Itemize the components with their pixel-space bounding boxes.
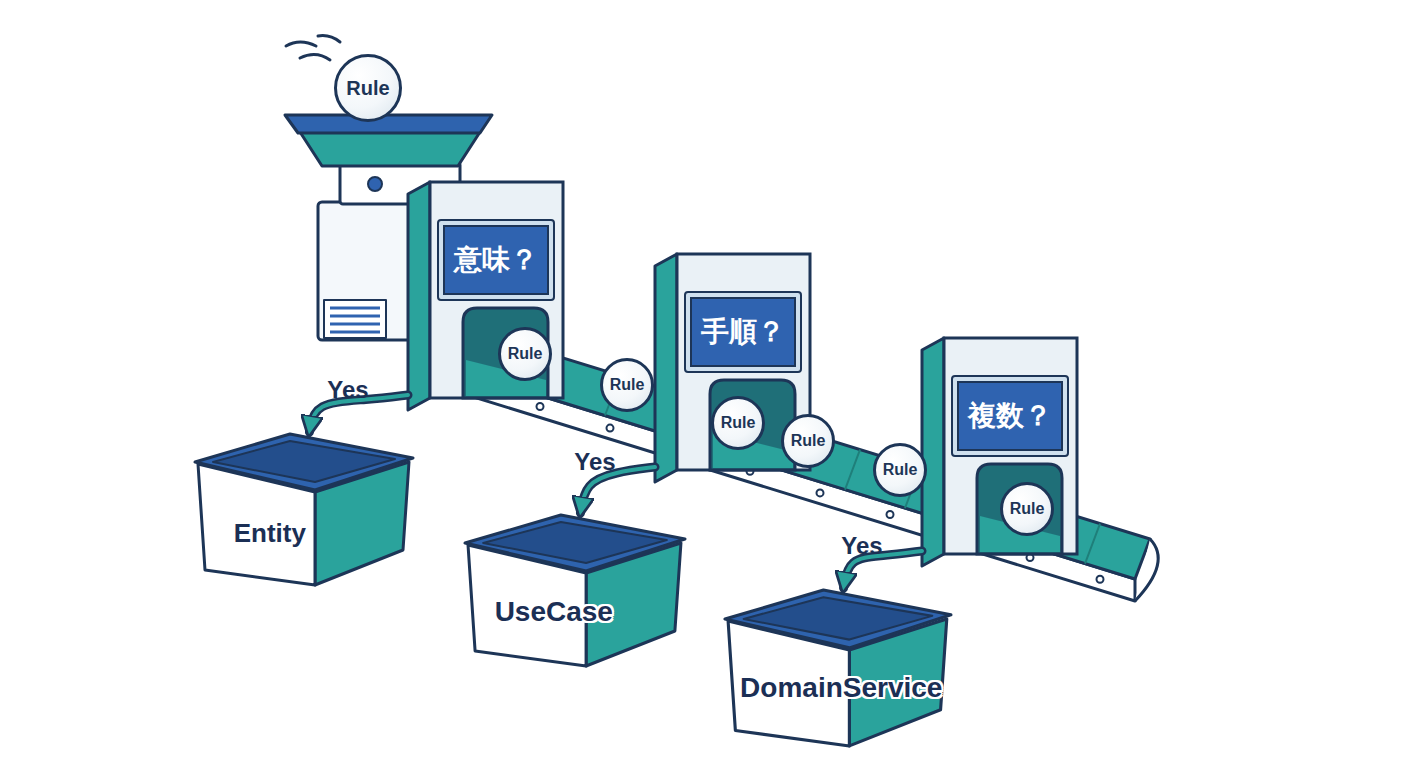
bin-shape (725, 588, 953, 748)
machine-knob (368, 177, 382, 191)
ball-label: Rule (1010, 500, 1045, 518)
bin-label-box: Entity (234, 517, 306, 548)
bin-label-box: DomainService (740, 672, 942, 704)
sign-frame (685, 292, 801, 372)
sign-plate (444, 226, 548, 294)
belt-roller-end (1135, 539, 1158, 601)
output-bin: UseCase (465, 513, 687, 668)
gate-front (430, 182, 563, 398)
motion-lines (286, 36, 340, 60)
edge-label: Yes (327, 376, 368, 404)
sign-frame (952, 376, 1068, 456)
bin-opening (213, 441, 395, 482)
machine-vent (324, 300, 386, 338)
belt-rivet (1097, 576, 1104, 583)
rule-ball: Rule (600, 358, 654, 412)
gate-side (655, 254, 677, 482)
rule-ball: Rule (711, 396, 765, 450)
belt-rivet (817, 489, 824, 496)
ball-label: Rule (346, 77, 389, 100)
belt-slat (1085, 524, 1100, 564)
rule-ball: Rule (498, 327, 552, 381)
rule-ball: Rule (1000, 482, 1054, 536)
motion-line (300, 54, 330, 60)
hopper-rim (285, 115, 492, 133)
ball-label: Rule (791, 432, 826, 450)
gate-side (922, 338, 944, 566)
bin-opening (744, 597, 933, 639)
belt-rivet (607, 425, 614, 432)
bin-rim (195, 434, 413, 490)
decision-gate: 意味？ (408, 180, 565, 410)
sign-label-box: 手順？ (691, 298, 795, 366)
sign-frame (438, 220, 554, 300)
output-bin: DomainService (725, 588, 953, 748)
motion-line (286, 42, 316, 46)
output-bin: Entity (195, 432, 415, 587)
sign-plate (691, 298, 795, 366)
gate-opening (977, 464, 1062, 554)
belt-rivet (887, 511, 894, 518)
rule-ball: Rule (781, 414, 835, 468)
vent-line (330, 307, 380, 310)
decision-gate: 複数？ (922, 336, 1079, 566)
connector-group (309, 395, 922, 588)
belt-rivet (537, 403, 544, 410)
ball-label: Rule (508, 345, 543, 363)
bin-shape (195, 432, 415, 587)
vent-line (330, 331, 380, 334)
rule-ball: Rule (873, 443, 927, 497)
bin-shape (465, 513, 687, 668)
bin-opening (483, 522, 667, 563)
vent-line (330, 315, 380, 318)
gate-front (944, 338, 1077, 554)
edge-label: Yes (841, 532, 882, 560)
bin-label: UseCase (495, 596, 613, 628)
bin-label: DomainService (740, 672, 942, 704)
ball-label: Rule (721, 414, 756, 432)
gate-shape (408, 180, 565, 410)
rule-ball: Rule (334, 54, 402, 122)
bin-label: Entity (234, 517, 306, 548)
sign-label-box: 複数？ (958, 382, 1062, 450)
gate-question: 意味？ (454, 241, 538, 279)
ball-label: Rule (610, 376, 645, 394)
bin-rim (725, 590, 951, 648)
gate-question: 手順？ (701, 313, 785, 351)
belt-slat (845, 450, 860, 490)
gate-shape (922, 336, 1079, 566)
hopper-funnel (300, 132, 480, 166)
motion-line (318, 36, 340, 42)
bin-label-box: UseCase (495, 596, 613, 628)
gate-opening (710, 380, 795, 470)
vent-line (330, 323, 380, 326)
sign-plate (958, 382, 1062, 450)
gate-question: 複数？ (968, 397, 1052, 435)
gate-side (408, 182, 430, 410)
bin-rim (465, 515, 685, 571)
sign-label-box: 意味？ (444, 226, 548, 294)
edge-label: Yes (574, 448, 615, 476)
vent-lines (330, 308, 380, 332)
ball-label: Rule (883, 461, 918, 479)
